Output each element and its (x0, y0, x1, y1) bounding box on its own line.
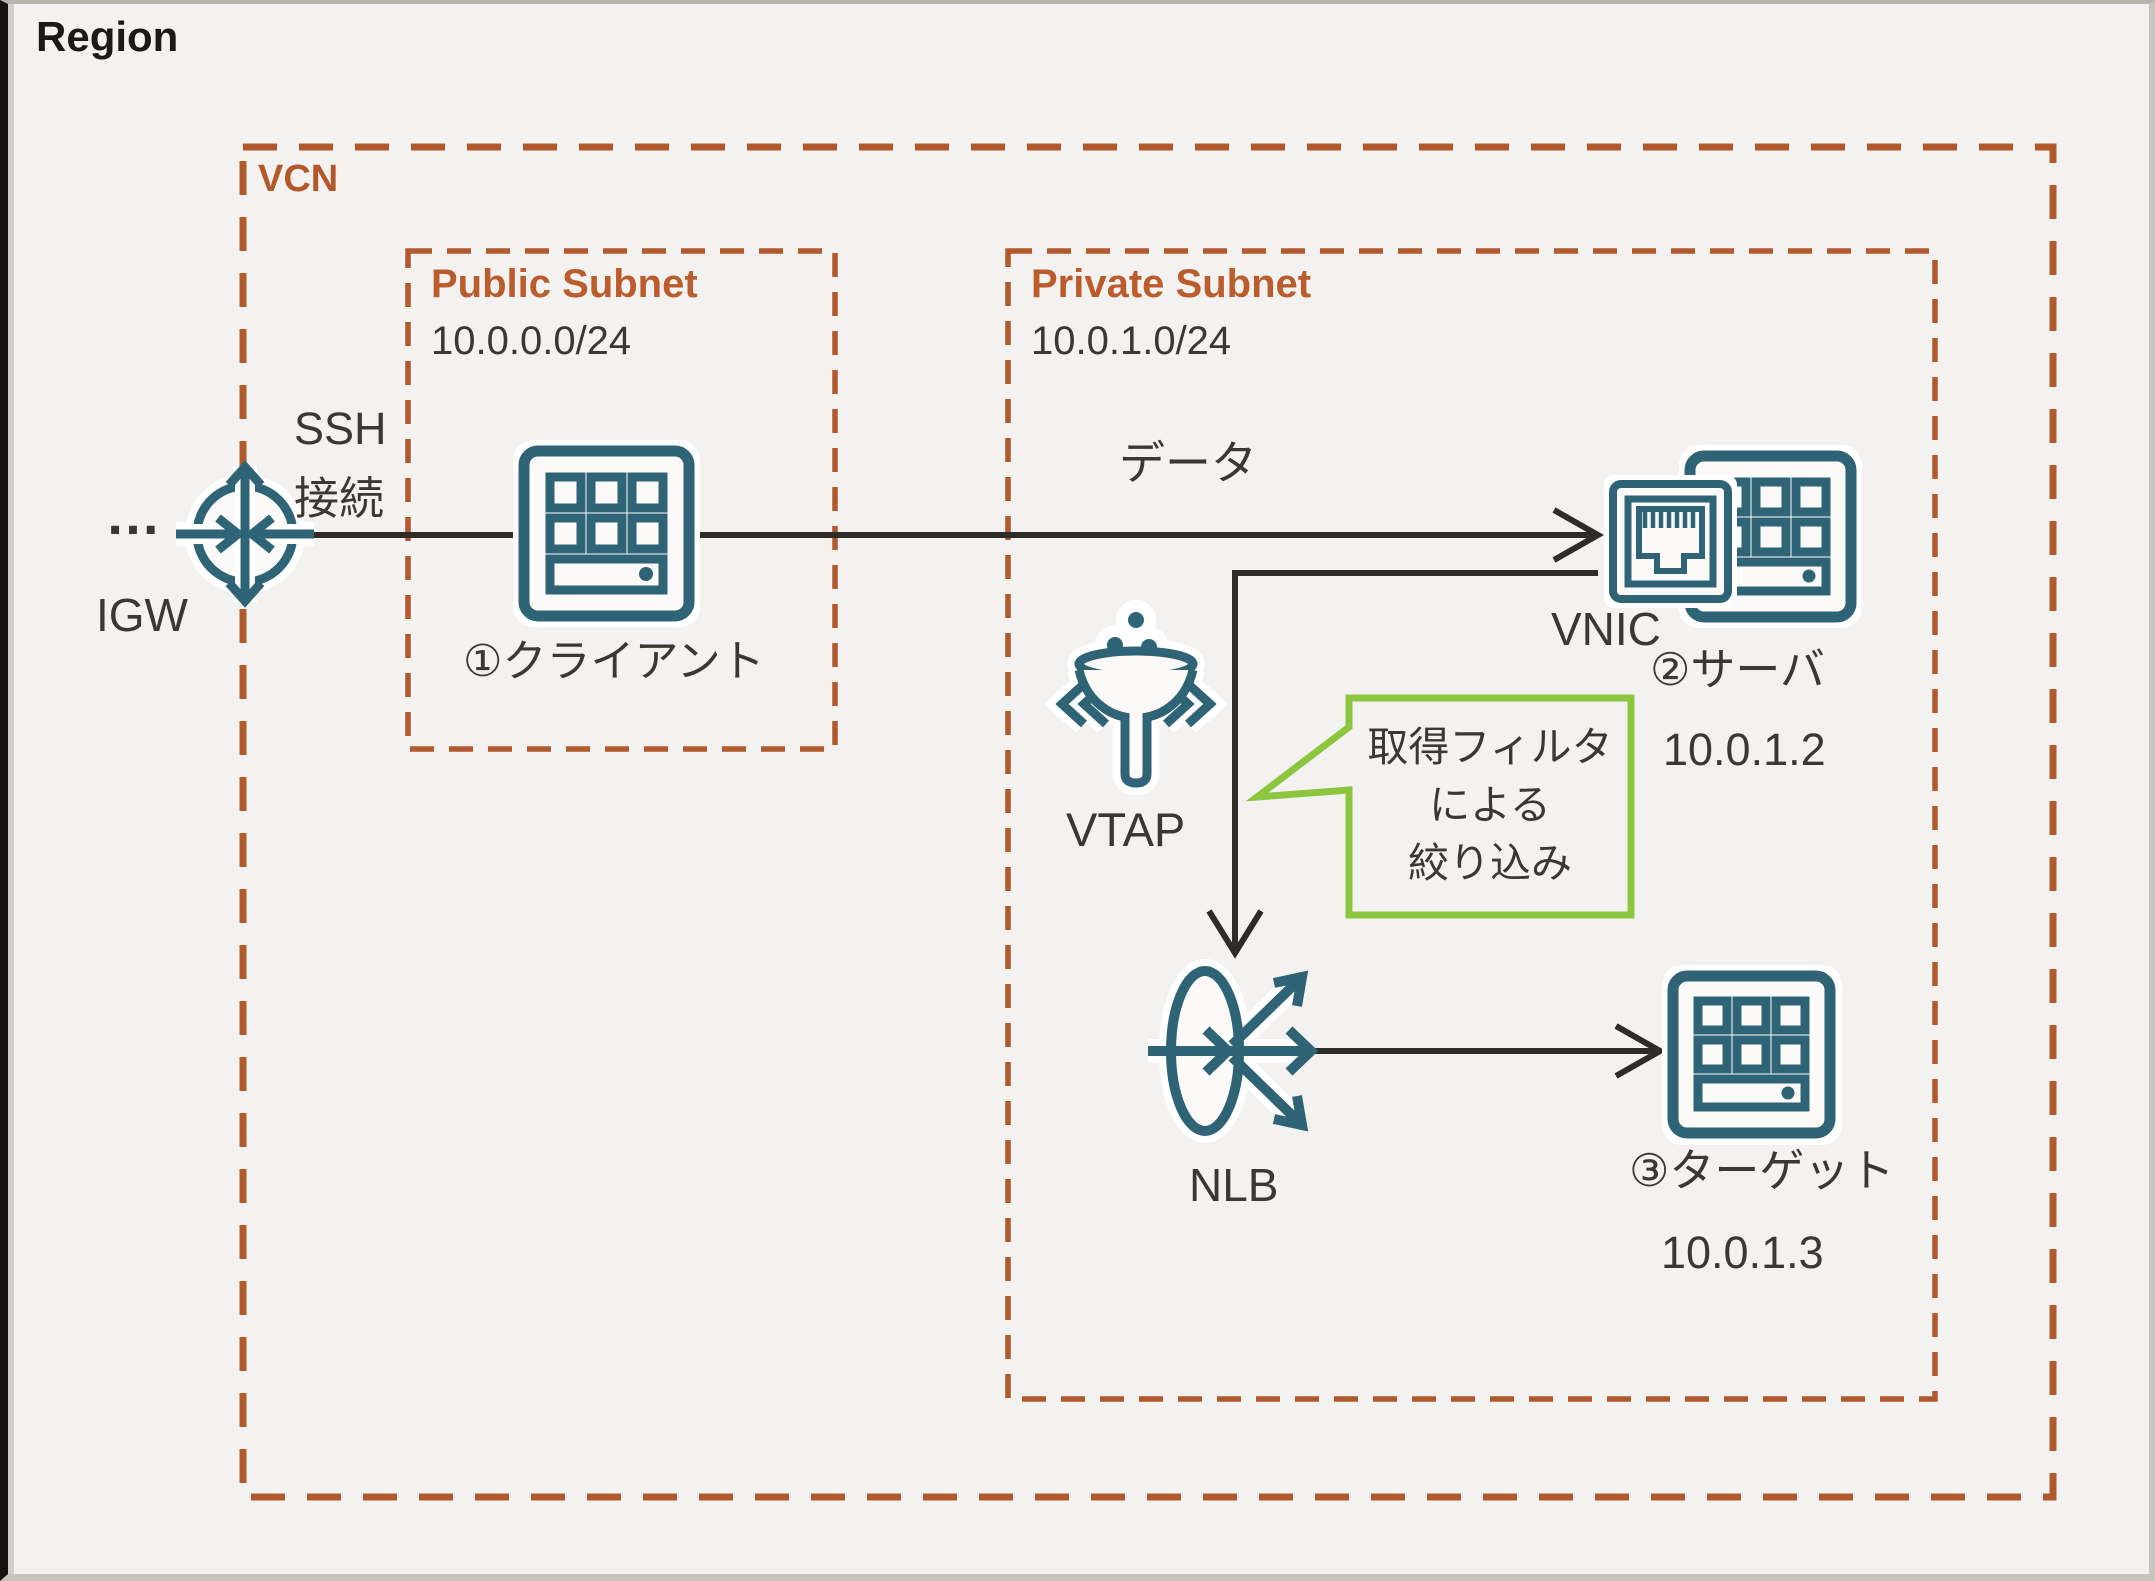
vtap-icon (1044, 600, 1228, 796)
target-compute-icon (1662, 965, 1842, 1145)
network-diagram (176, 143, 2057, 1501)
data-flow-label: データ (1119, 437, 1257, 489)
private-subnet-cidr: 10.0.1.0/24 (1031, 319, 1232, 363)
ssh-label: SSH 接続 (294, 394, 387, 534)
ssh-label-line2: 接続 (294, 472, 385, 524)
nlb-label: NLB (1189, 1159, 1279, 1211)
public-subnet-box (405, 248, 838, 752)
vnic-label: VNIC (1551, 603, 1661, 655)
public-subnet-title: Public Subnet (431, 262, 698, 306)
private-subnet-box (1005, 248, 1938, 1402)
client-compute-icon (513, 440, 700, 627)
tap-line (1232, 570, 1598, 949)
server-ip: 10.0.1.2 (1663, 724, 1826, 775)
target-label: ③ターゲット (1629, 1145, 1895, 1196)
callout-line1: 取得フィルタ (1367, 724, 1613, 770)
callout-bubble (1245, 694, 1635, 919)
igw-label: IGW (96, 589, 188, 641)
callout-line2: による (1429, 782, 1551, 829)
region-label: Region (36, 13, 179, 60)
vcn-box (239, 143, 2057, 1501)
vnic-icon (1604, 475, 1737, 608)
target-ip: 10.0.1.3 (1661, 1227, 1824, 1278)
private-subnet-title: Private Subnet (1031, 262, 1312, 306)
vcn-label: VCN (258, 158, 339, 200)
client-label: ①クライアント (463, 637, 765, 686)
server-label: ②サーバ (1650, 644, 1825, 695)
igw-icon (176, 460, 314, 608)
nlb-icon (1148, 959, 1319, 1143)
public-subnet-cidr: 10.0.0.0/24 (431, 319, 632, 363)
nlb-to-target-arrowhead (1614, 1023, 1667, 1079)
callout-line3: 絞り込み (1408, 840, 1572, 887)
tap-arrowhead-down (1206, 909, 1264, 959)
ssh-label-line1: SSH (294, 403, 387, 454)
vtap-label: VTAP (1066, 803, 1186, 856)
internet-ellipsis: … (105, 483, 161, 546)
callout-text: 取得フィルタ による 絞り込み (1357, 718, 1623, 893)
data-flow-arrowhead (1552, 507, 1605, 563)
